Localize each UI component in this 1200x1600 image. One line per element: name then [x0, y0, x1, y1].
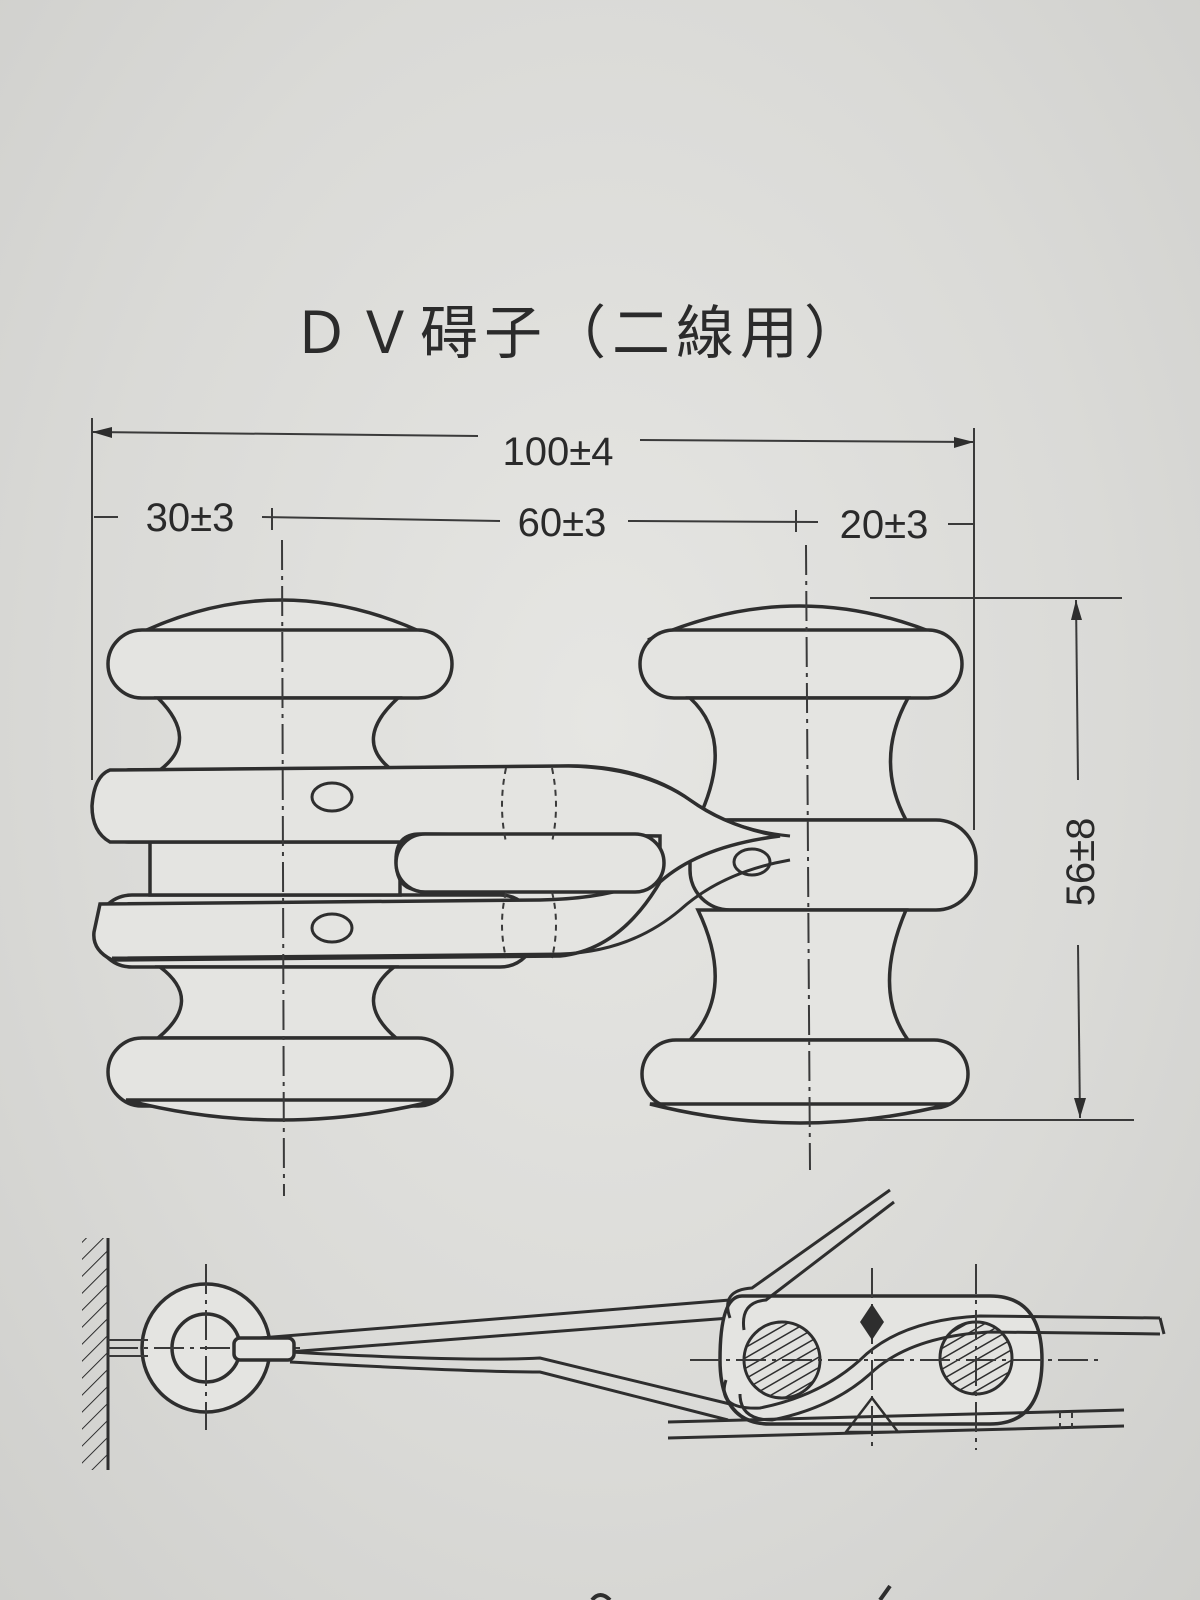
dim-height: 56±8: [1059, 818, 1103, 907]
binding-strap: [90, 764, 791, 962]
center-lines: [281, 539, 811, 1197]
right-spool: [638, 604, 978, 1125]
dim-overall-width: 100±4: [503, 430, 614, 474]
dim-center-spacing: 60±3: [518, 501, 607, 545]
bottom-edge-fragments: [590, 1584, 892, 1600]
side-view: [82, 1188, 1166, 1470]
drawing-title: ＤＶ碍子（二線用）: [291, 299, 868, 367]
dimension-lines: [91, 418, 1134, 1121]
dim-left-offset: 30±3: [146, 496, 235, 540]
dim-right-offset: 20±3: [840, 503, 929, 547]
